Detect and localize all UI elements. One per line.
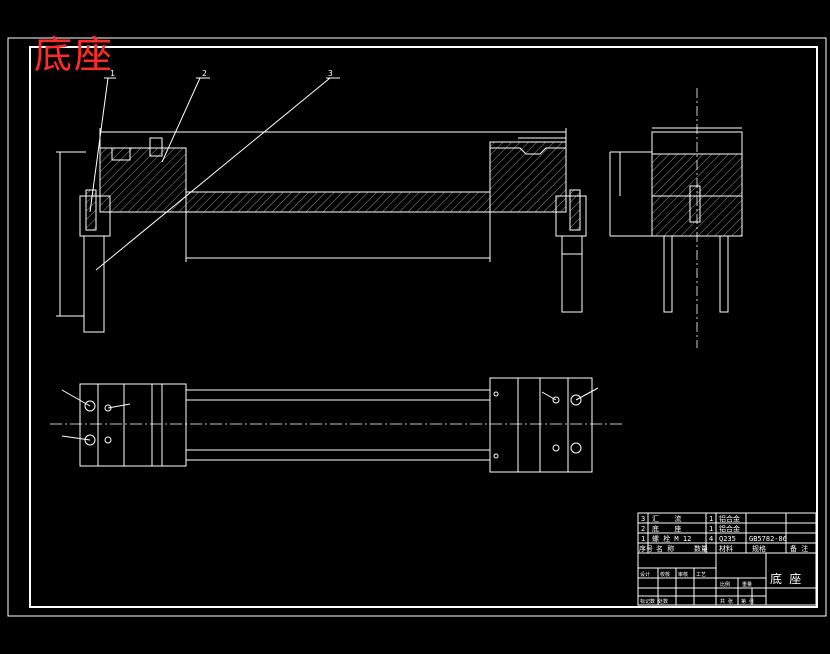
part-name-1: 螺 栓 M 12 (652, 534, 691, 543)
label-weight: 重量 (742, 581, 752, 588)
part-no-2: 2 (641, 525, 645, 533)
part-qty-1: 4 (709, 535, 713, 543)
top-view (61, 377, 599, 473)
part-name-2: 底 座 (652, 524, 681, 533)
title-block-text: 3 汇 流 1 铝合金 2 底 座 1 铝合金 1 螺 栓 M 12 4 Q23… (639, 514, 808, 605)
part-qty-2: 1 (709, 525, 713, 533)
title-block (637, 512, 817, 606)
part-material-1: Q235 (719, 535, 736, 543)
part-material-2: 铝合金 (719, 524, 740, 533)
leader-label-2: 2 (202, 69, 207, 78)
part-material-3: 铝合金 (719, 514, 740, 523)
header-material: 材料 (719, 544, 733, 553)
leader-label-1: 1 (110, 69, 115, 78)
outer-border (7, 37, 827, 617)
header-name: 名 称 (656, 544, 674, 553)
part-no-3: 3 (641, 515, 645, 523)
front-view (56, 77, 587, 333)
label-sheet-no: 第 张 (741, 598, 754, 605)
label-process: 工艺 (696, 572, 706, 578)
label-check: 校核 (660, 571, 670, 578)
label-design: 设计 (640, 571, 650, 578)
label-org: 标记数 处数 (640, 598, 668, 605)
header-qty: 数量 (694, 544, 708, 553)
title-block-drawing-name: 底 座 (770, 571, 801, 586)
header-remark: 备 注 (790, 544, 808, 553)
part-no-1: 1 (641, 535, 645, 543)
inner-border (29, 46, 818, 608)
leader-label-3: 3 (328, 69, 333, 78)
part-name-3: 汇 流 (652, 514, 681, 523)
part-standard-1: GB5782-86 (749, 535, 787, 543)
label-total-sheets: 共 张 (720, 598, 733, 605)
label-review: 审核 (678, 571, 688, 578)
label-scale: 比例 (720, 581, 730, 588)
part-qty-3: 1 (709, 515, 713, 523)
side-view (609, 127, 743, 313)
drawing-title: 底座 (34, 33, 115, 77)
header-no: 序号 (639, 544, 653, 553)
header-standard: 规格 (752, 544, 766, 553)
